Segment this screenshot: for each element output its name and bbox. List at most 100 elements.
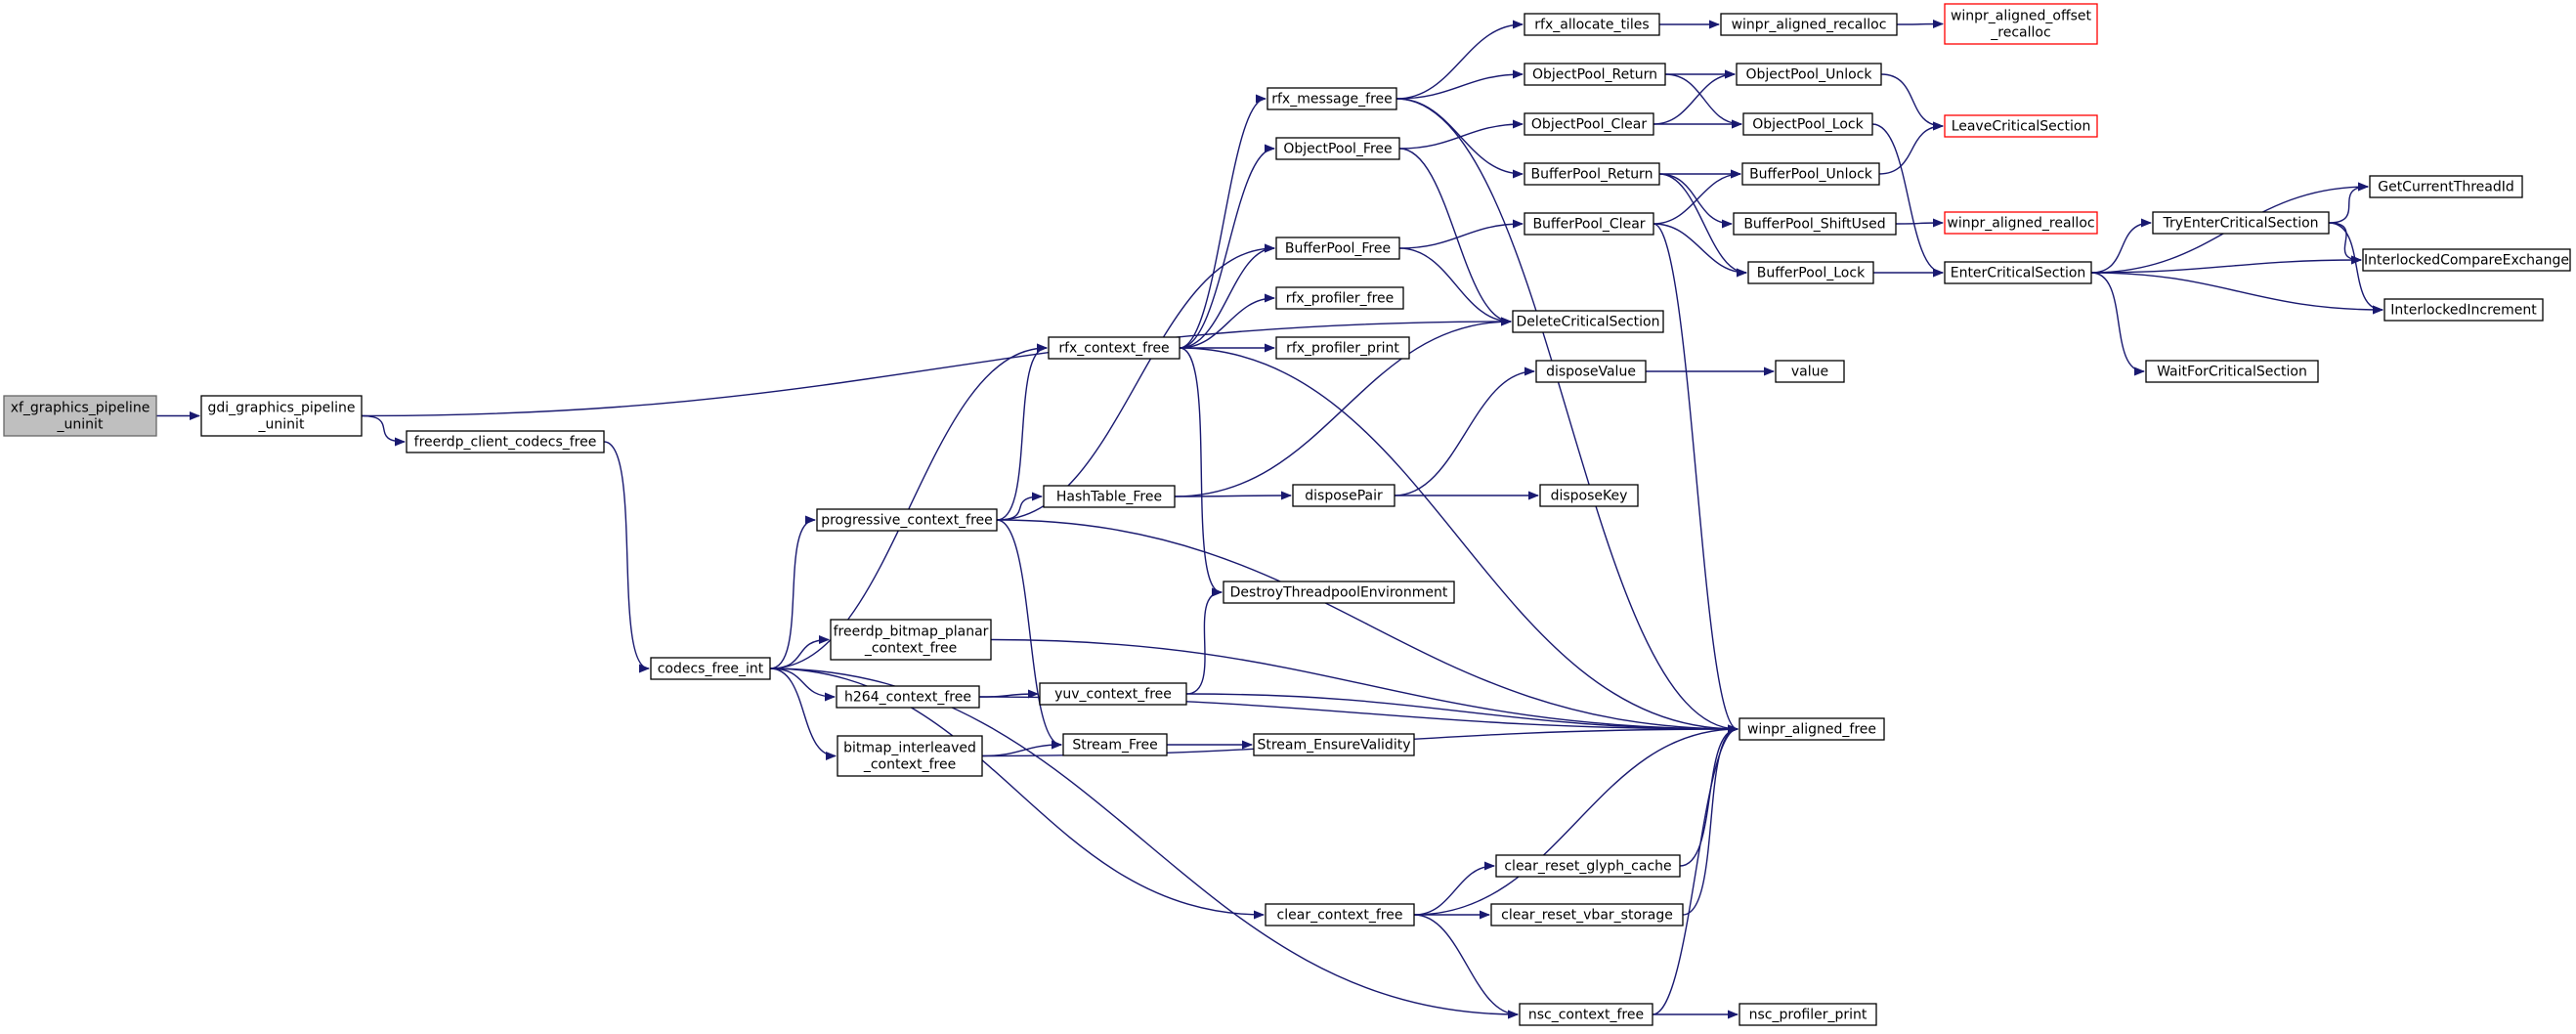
node-disposekey[interactable]: disposeKey <box>1539 484 1639 507</box>
node-bufferpool-unlock[interactable]: BufferPool_Unlock <box>1741 162 1880 186</box>
node-label: DestroyThreadpoolEnvironment <box>1230 585 1448 601</box>
node-rfx-allocate-tiles[interactable]: rfx_allocate_tiles <box>1524 13 1660 36</box>
edge-gdi-graphics-pipeline-uninit-to-deletecriticalsection <box>361 317 1513 417</box>
edge-winpr-aligned-recalloc-to-winpr-aligned-offset-recalloc <box>1896 20 1945 28</box>
node-bufferpool-lock[interactable]: BufferPool_Lock <box>1747 261 1874 284</box>
node-label: _context_free <box>864 641 957 657</box>
node-bufferpool-clear[interactable]: BufferPool_Clear <box>1524 212 1654 236</box>
node-entercriticalsection[interactable]: EnterCriticalSection <box>1944 261 2092 284</box>
node-label: BufferPool_Clear <box>1532 217 1645 233</box>
node-value[interactable]: value <box>1775 360 1845 383</box>
node-clear-reset-vbar-storage[interactable]: clear_reset_vbar_storage <box>1490 903 1684 926</box>
node-objectpool-clear[interactable]: ObjectPool_Clear <box>1524 112 1654 136</box>
node-box <box>1275 237 1400 260</box>
node-label: xf_graphics_pipeline <box>11 401 150 416</box>
node-stream-free[interactable]: Stream_Free <box>1062 733 1168 756</box>
node-bufferpool-return[interactable]: BufferPool_Return <box>1524 162 1660 186</box>
edge-objectpool-lock-to-entercriticalsection <box>1871 123 1945 278</box>
node-box <box>1742 112 1873 136</box>
node-objectpool-free[interactable]: ObjectPool_Free <box>1275 137 1400 160</box>
node-codecs-free-int[interactable]: codecs_free_int <box>650 657 771 680</box>
node-xf-graphics-pipeline-uninit[interactable]: xf_graphics_pipeline_uninit <box>3 395 157 437</box>
node-box <box>1736 63 1882 86</box>
node-destroythreadpoolenvironment[interactable]: DestroyThreadpoolEnvironment <box>1223 581 1455 604</box>
node-rfx-context-free[interactable]: rfx_context_free <box>1048 336 1181 360</box>
node-gdi-graphics-pipeline-uninit[interactable]: gdi_graphics_pipeline_uninit <box>200 395 363 437</box>
edge-rfx-context-free-to-rfx-message-free <box>1179 94 1267 349</box>
node-box <box>1275 286 1404 310</box>
node-clear-reset-glyph-cache[interactable]: clear_reset_glyph_cache <box>1495 854 1681 878</box>
edge-entercriticalsection-to-tryentercriticalsection <box>2090 218 2153 274</box>
node-box <box>830 619 992 661</box>
node-winpr-aligned-free[interactable]: winpr_aligned_free <box>1739 717 1885 741</box>
node-objectpool-lock[interactable]: ObjectPool_Lock <box>1742 112 1873 136</box>
node-nsc-profiler-print[interactable]: nsc_profiler_print <box>1739 1003 1877 1026</box>
node-clear-context-free[interactable]: clear_context_free <box>1265 903 1415 926</box>
node-objectpool-return[interactable]: ObjectPool_Return <box>1524 63 1666 86</box>
edge-freerdp-client-codecs-free-to-codecs-free-int <box>603 441 651 673</box>
node-label: codecs_free_int <box>658 662 764 677</box>
node-objectpool-unlock[interactable]: ObjectPool_Unlock <box>1736 63 1882 86</box>
node-box <box>1944 261 2092 284</box>
node-label: rfx_context_free <box>1058 341 1169 357</box>
node-getcurrentthreadid[interactable]: GetCurrentThreadId <box>2369 175 2523 198</box>
node-disposevalue[interactable]: disposeValue <box>1535 360 1647 383</box>
node-bitmap-interleaved-context-free[interactable]: bitmap_interleaved_context_free <box>837 735 983 777</box>
node-hashtable-free[interactable]: HashTable_Free <box>1043 485 1176 508</box>
node-label: EnterCriticalSection <box>1951 266 2086 281</box>
node-label: freerdp_client_codecs_free <box>414 435 597 451</box>
node-box <box>1265 903 1415 926</box>
node-waitforcriticalsection[interactable]: WaitForCriticalSection <box>2145 360 2319 383</box>
node-interlockedcompareexchange[interactable]: InterlockedCompareExchange <box>2362 248 2571 272</box>
node-label: WaitForCriticalSection <box>2157 365 2307 380</box>
node-winpr-aligned-recalloc[interactable]: winpr_aligned_recalloc <box>1720 13 1898 36</box>
node-label: InterlockedIncrement <box>2390 303 2537 319</box>
node-box <box>650 657 771 680</box>
edge-nsc-context-free-to-winpr-aligned-free <box>1652 724 1739 1015</box>
edge-rfx-message-free-to-bufferpool-return <box>1395 98 1524 179</box>
node-nsc-context-free[interactable]: nsc_context_free <box>1519 1003 1653 1026</box>
edge-codecs-free-int-to-progressive-context-free <box>769 515 817 669</box>
node-label: winpr_aligned_free <box>1747 722 1876 738</box>
node-label: clear_reset_glyph_cache <box>1504 859 1671 875</box>
node-label: InterlockedCompareExchange <box>2364 253 2569 269</box>
node-winpr-aligned-offset-recalloc[interactable]: winpr_aligned_offset_recalloc <box>1944 3 2098 45</box>
node-label: GetCurrentThreadId <box>2378 180 2514 195</box>
node-box <box>1524 162 1660 186</box>
node-freerdp-client-codecs-free[interactable]: freerdp_client_codecs_free <box>406 430 605 453</box>
node-deletecriticalsection[interactable]: DeleteCriticalSection <box>1512 310 1664 333</box>
edge-hashtable-free-to-deletecriticalsection <box>1174 317 1513 497</box>
node-label: _recalloc <box>1990 25 2050 41</box>
node-label: clear_reset_vbar_storage <box>1501 908 1673 924</box>
node-leavecriticalsection[interactable]: LeaveCriticalSection <box>1944 114 2098 138</box>
node-label: ObjectPool_Lock <box>1752 117 1864 133</box>
edge-tryentercriticalsection-to-interlockedcompareexchange <box>2328 222 2363 265</box>
node-rfx-profiler-free[interactable]: rfx_profiler_free <box>1275 286 1404 310</box>
node-yuv-context-free[interactable]: yuv_context_free <box>1039 682 1187 706</box>
node-label: rfx_profiler_print <box>1286 341 1399 357</box>
node-label: BufferPool_Free <box>1285 241 1391 257</box>
edge-progressive-context-free-to-stream-free <box>996 519 1063 750</box>
node-h264-context-free[interactable]: h264_context_free <box>836 685 980 709</box>
edge-bufferpool-return-to-bufferpool-lock <box>1658 173 1748 278</box>
node-box <box>837 735 983 777</box>
edge-disposepair-to-disposevalue <box>1394 366 1536 496</box>
node-stream-ensurevalidity[interactable]: Stream_EnsureValidity <box>1253 733 1415 756</box>
node-label: ObjectPool_Clear <box>1531 117 1647 133</box>
node-progressive-context-free[interactable]: progressive_context_free <box>816 508 998 532</box>
node-bufferpool-shiftused[interactable]: BufferPool_ShiftUsed <box>1733 212 1897 236</box>
node-rfx-message-free[interactable]: rfx_message_free <box>1267 87 1397 110</box>
node-bufferpool-free[interactable]: BufferPool_Free <box>1275 237 1400 260</box>
node-rfx-profiler-print[interactable]: rfx_profiler_print <box>1275 336 1410 360</box>
node-winpr-aligned-realloc[interactable]: winpr_aligned_realloc <box>1944 211 2098 235</box>
edge-entercriticalsection-to-interlockedincrement <box>2090 272 2384 315</box>
node-label: gdi_graphics_pipeline <box>207 401 355 416</box>
node-interlockedincrement[interactable]: InterlockedIncrement <box>2383 298 2544 322</box>
node-disposepair[interactable]: disposePair <box>1292 484 1395 507</box>
node-freerdp-bitmap-planar-context-free[interactable]: freerdp_bitmap_planar_context_free <box>830 619 992 661</box>
node-tryentercriticalsection[interactable]: TryEnterCriticalSection <box>2152 211 2330 235</box>
node-label: BufferPool_Unlock <box>1749 167 1873 183</box>
node-label: freerdp_bitmap_planar <box>834 625 989 640</box>
node-box <box>1747 261 1874 284</box>
node-label: TryEnterCriticalSection <box>2162 216 2318 232</box>
